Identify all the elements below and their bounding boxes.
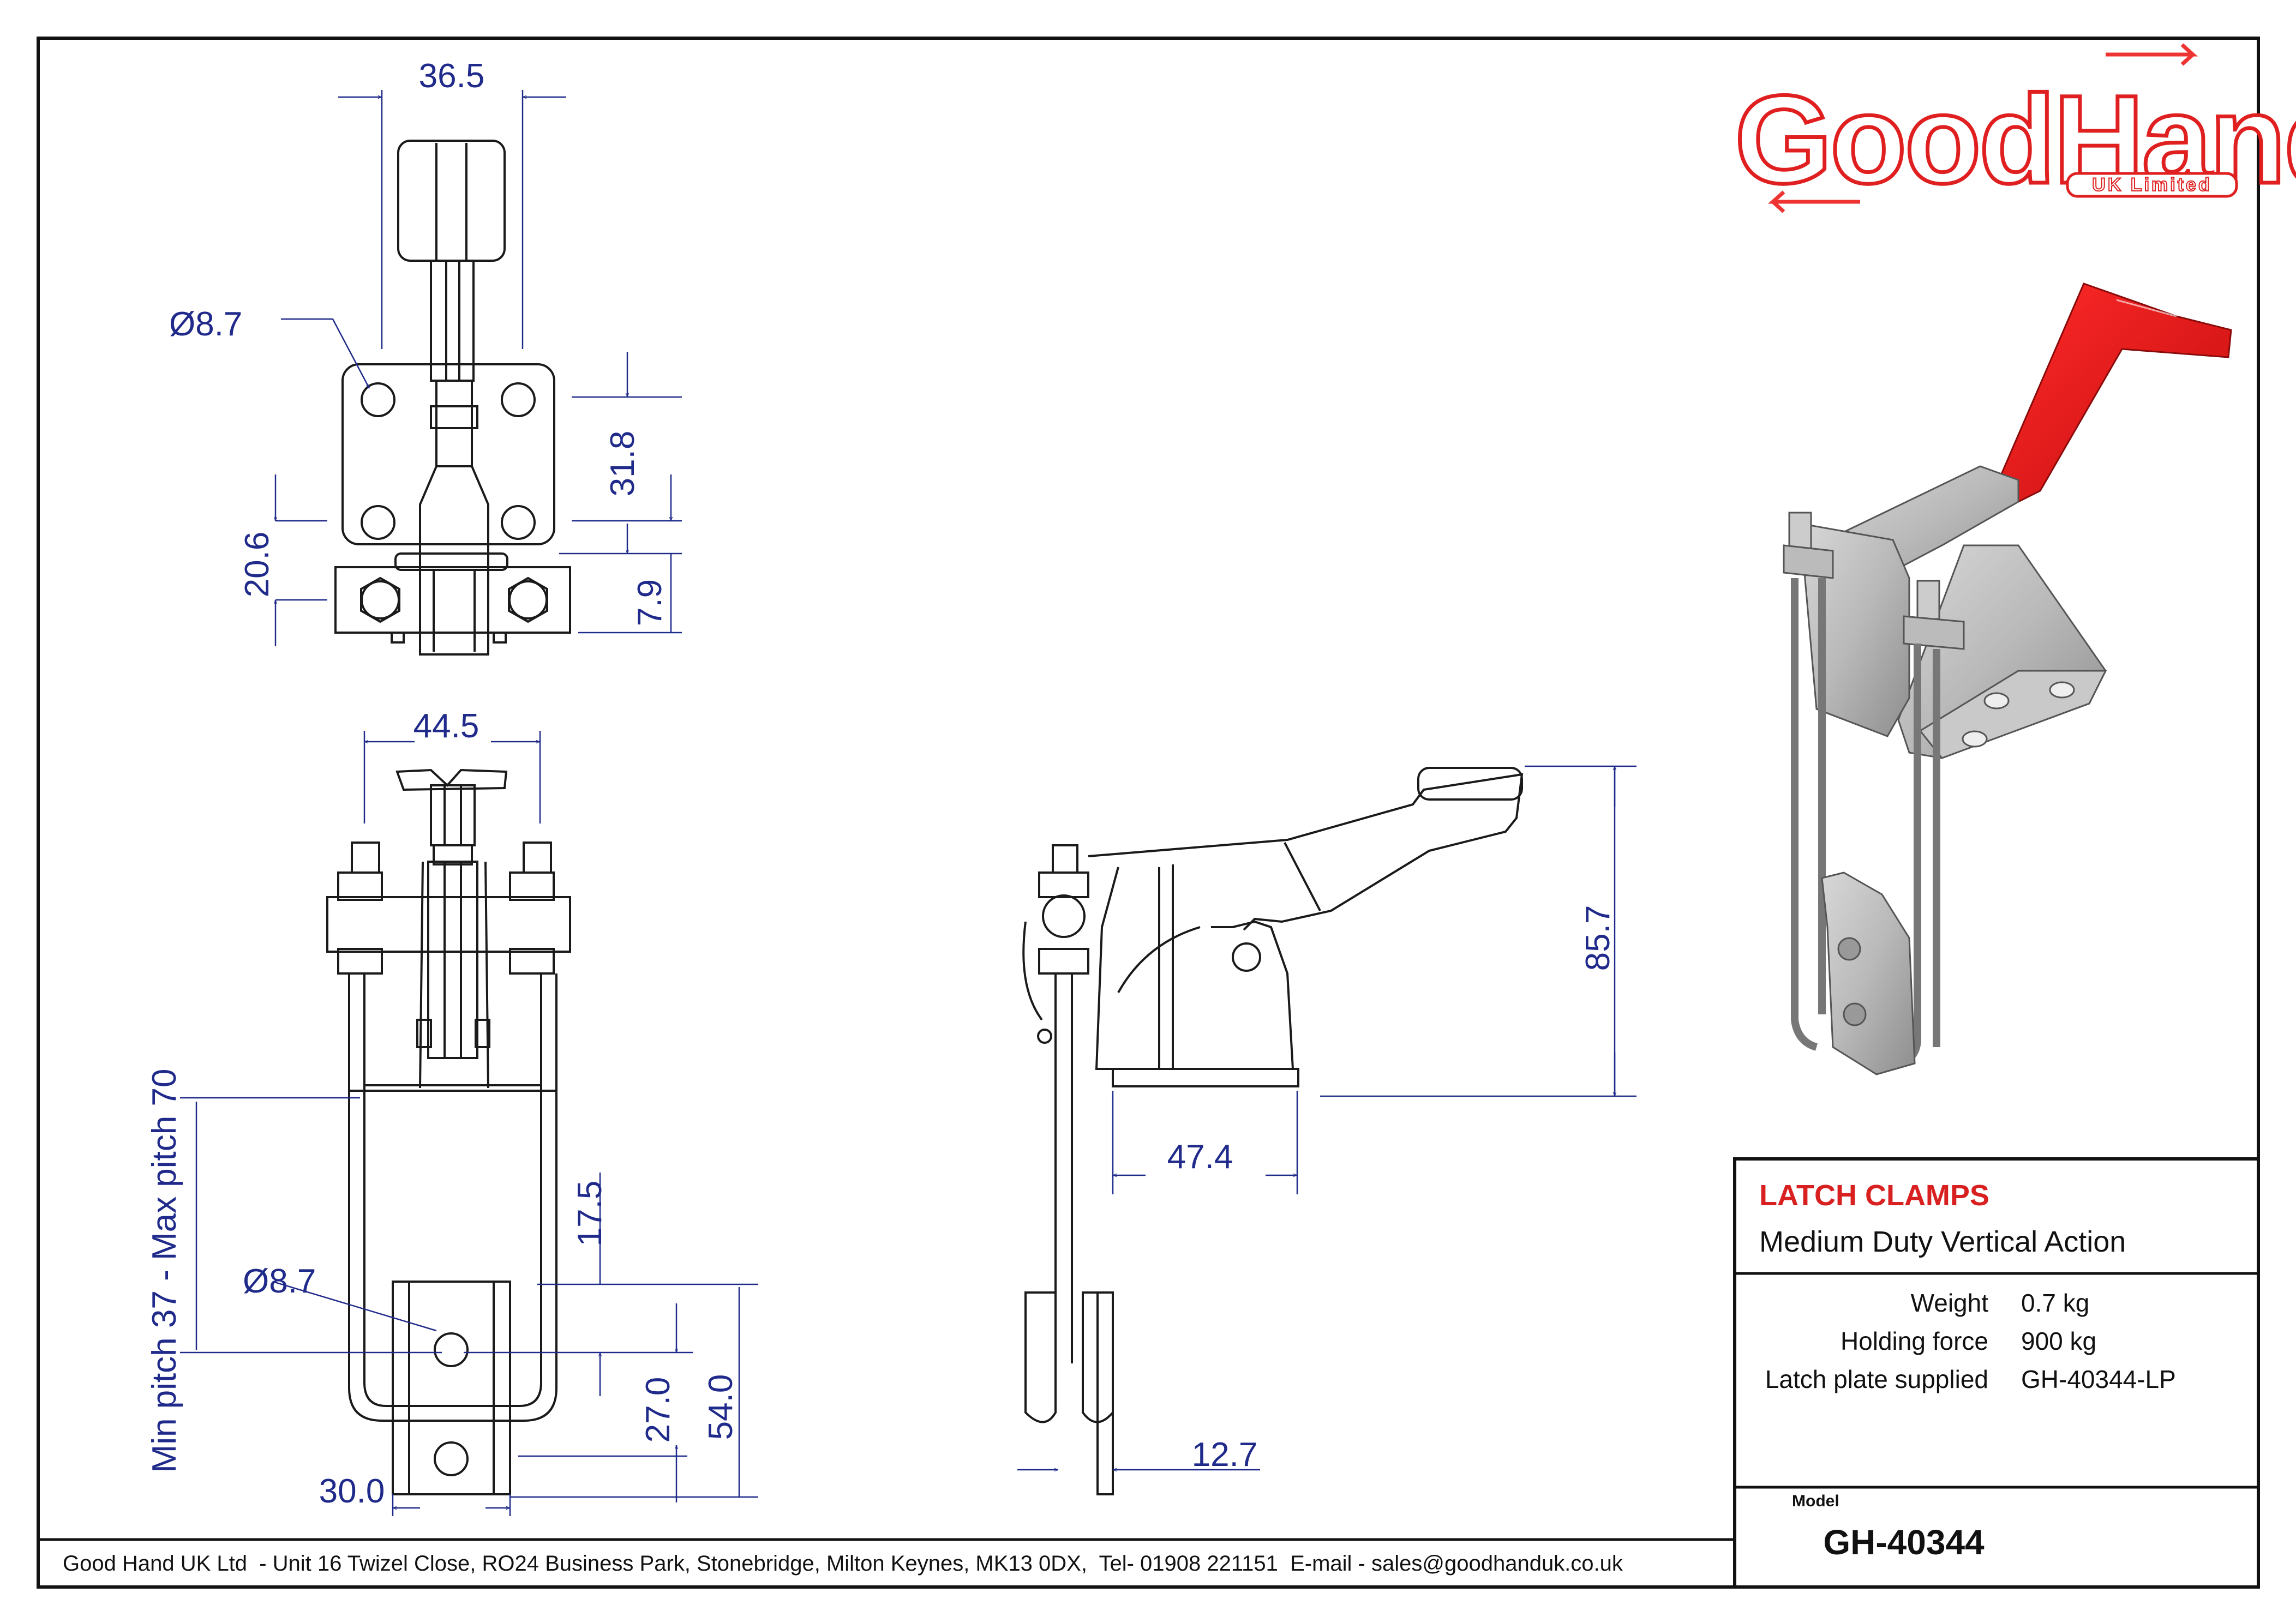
side-view	[1022, 767, 1524, 1495]
product-subtitle: Medium Duty Vertical Action	[1759, 1225, 2126, 1258]
dim-side-height: 85.7	[1579, 905, 1617, 971]
dim-top-base-right: 7.9	[631, 579, 669, 626]
top-view-dimensions	[275, 90, 682, 646]
company-footer: Good Hand UK Ltd - Unit 16 Twizel Close,…	[63, 1552, 1623, 1576]
logo-sub: UK Limited	[2092, 175, 2211, 195]
dim-side-plate: 12.7	[1192, 1436, 1258, 1474]
dim-front-300: 30.0	[319, 1472, 385, 1510]
top-view-dimension-labels: 36.5 Ø8.7 31.8 20.6 7.9	[169, 57, 669, 626]
front-view-dimension-labels: 44.5 Min pitch 37 - Max pitch 70 17.5 Ø8…	[146, 707, 740, 1510]
dim-side-base: 47.4	[1167, 1138, 1233, 1176]
side-view-dimensions	[1017, 765, 1636, 1470]
model-label: Model	[1792, 1492, 1839, 1510]
spec-value-holding-force: 900 kg	[2021, 1327, 2096, 1355]
spec-label-weight: Weight	[1911, 1289, 1989, 1317]
title-block: LATCH CLAMPS Medium Duty Vertical Action…	[1733, 1157, 2260, 1589]
dim-front-270: 27.0	[639, 1377, 677, 1443]
spec-label-latch-plate: Latch plate supplied	[1765, 1365, 1988, 1393]
spec-value-latch-plate: GH-40344-LP	[2021, 1365, 2176, 1393]
spec-label-holding-force: Holding force	[1841, 1327, 1988, 1355]
dim-top-width: 36.5	[419, 57, 485, 95]
front-view	[326, 768, 571, 1495]
front-view-dimensions	[180, 731, 758, 1516]
side-view-dimension-labels: 85.7 47.4 12.7	[1167, 905, 1617, 1474]
dim-top-pitch: 31.8	[604, 431, 642, 497]
dim-front-175: 17.5	[571, 1181, 609, 1247]
dim-top-hole-dia: Ø8.7	[169, 305, 242, 343]
isometric-render	[1783, 282, 2232, 1075]
product-category: LATCH CLAMPS	[1759, 1179, 1989, 1212]
dim-pitch-range: Min pitch 37 - Max pitch 70	[146, 1069, 183, 1473]
top-view	[334, 140, 571, 656]
sheet-border	[37, 37, 2260, 1589]
model-number: GH-40344	[1823, 1523, 1985, 1562]
spec-value-weight: 0.7 kg	[2021, 1289, 2089, 1317]
dim-front-width: 44.5	[413, 707, 479, 745]
dim-front-540: 54.0	[702, 1374, 740, 1440]
dim-top-base-left: 20.6	[238, 532, 276, 598]
dim-front-hole-dia: Ø8.7	[243, 1263, 316, 1300]
